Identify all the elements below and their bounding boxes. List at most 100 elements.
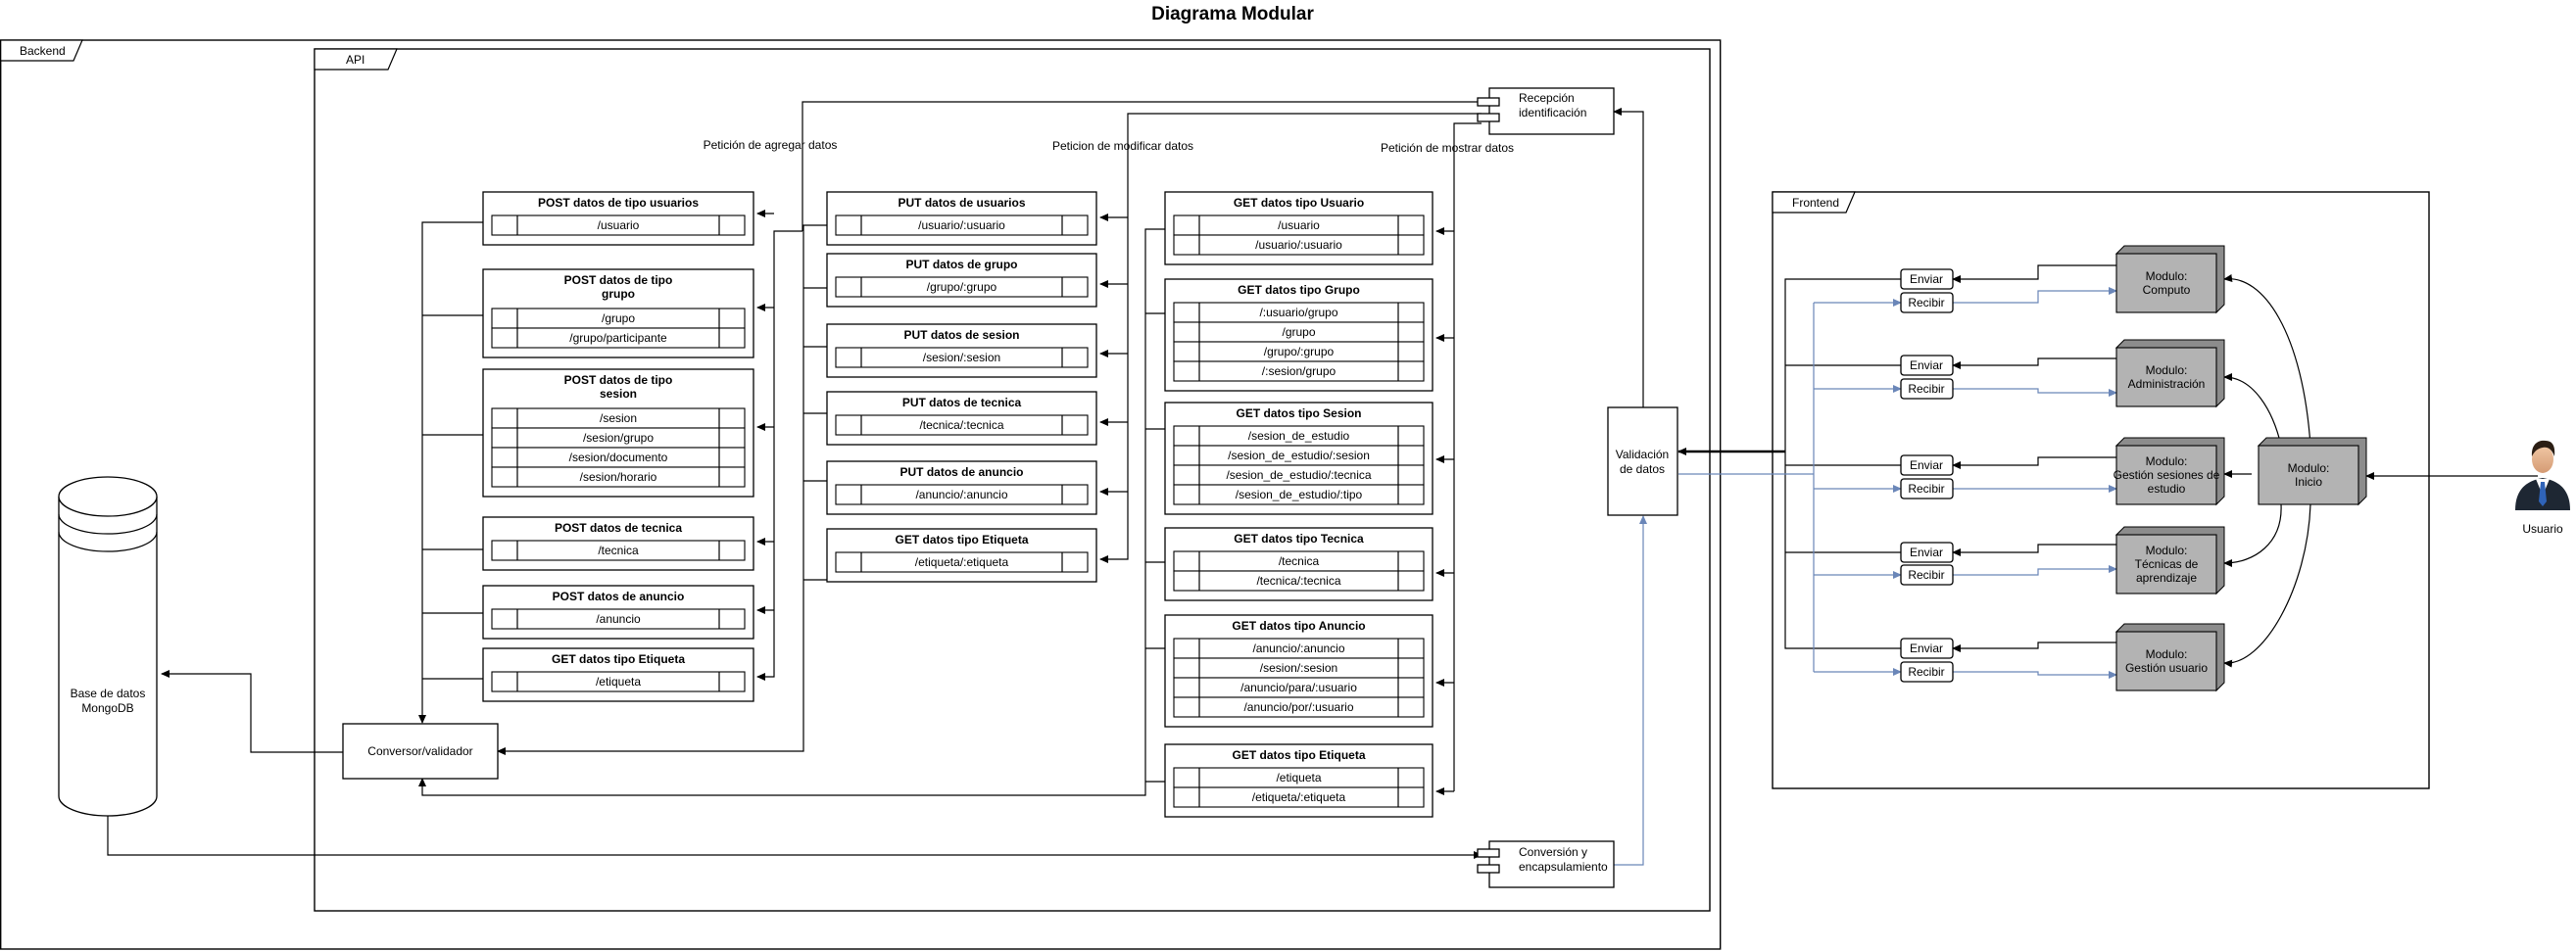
route-row: /sesion_de_estudio bbox=[1173, 425, 1425, 447]
route-path: /grupo/:grupo bbox=[1264, 345, 1335, 358]
route-path: /anuncio/para/:usuario bbox=[1240, 681, 1357, 694]
port-label: Enviar bbox=[1910, 272, 1943, 286]
route-group-title: PUT datos de usuarios bbox=[898, 196, 1025, 210]
user-label: Usuario bbox=[2522, 522, 2563, 536]
route-row: /etiqueta/:etiqueta bbox=[835, 551, 1089, 573]
route-group-title: PUT datos de grupo bbox=[906, 258, 1018, 271]
frontend-modules: Modulo:ComputoModulo:AdministraciónModul… bbox=[2114, 245, 2367, 692]
send-port: Enviar bbox=[1900, 638, 1954, 659]
route-path: /anuncio/:anuncio bbox=[915, 488, 1007, 501]
backend-label: Backend bbox=[20, 44, 66, 58]
route-row: /grupo bbox=[1173, 321, 1425, 343]
route-row: /tecnica/:tecnica bbox=[835, 414, 1089, 436]
route-path: /tecnica/:tecnica bbox=[1256, 574, 1340, 588]
port-label: Recibir bbox=[1908, 568, 1944, 582]
route-path: /tecnica bbox=[1279, 554, 1320, 568]
validation-label-line1: Validación bbox=[1616, 448, 1669, 461]
route-row: /anuncio/:anuncio bbox=[835, 484, 1089, 505]
route-path: /grupo bbox=[602, 311, 635, 325]
receive-port: Recibir bbox=[1900, 292, 1954, 313]
route-row: /sesion/:sesion bbox=[835, 347, 1089, 368]
route-group-title: PUT datos de tecnica bbox=[902, 396, 1022, 409]
route-path: /sesion/:sesion bbox=[1260, 661, 1337, 675]
database-label-line1: Base de datos bbox=[71, 687, 146, 700]
user-actor: Usuario bbox=[2515, 440, 2570, 536]
route-path: /etiqueta/:etiqueta bbox=[915, 555, 1009, 569]
converter-label: Conversor/validador bbox=[367, 744, 472, 758]
route-path: /etiqueta/:etiqueta bbox=[1252, 790, 1346, 804]
route-group-get-etiqueta-put: GET datos tipo Etiqueta/etiqueta/:etique… bbox=[826, 528, 1097, 583]
route-group-get-etiqueta-post: GET datos tipo Etiqueta/etiqueta bbox=[482, 647, 754, 702]
module-label: Administración bbox=[2128, 377, 2206, 391]
route-group-get-anuncio: GET datos tipo Anuncio/anuncio/:anuncio/… bbox=[1164, 614, 1434, 728]
route-group-post-sesion: POST datos de tiposesion/sesion/sesion/g… bbox=[482, 368, 754, 498]
route-row: /etiqueta/:etiqueta bbox=[1173, 786, 1425, 808]
route-group-put-usuarios: PUT datos de usuarios/usuario/:usuario bbox=[826, 191, 1097, 246]
conversion-label-line1: Conversión y bbox=[1519, 845, 1587, 859]
route-path: /tecnica/:tecnica bbox=[919, 418, 1003, 432]
route-group-title: GET datos tipo Anuncio bbox=[1232, 619, 1365, 633]
route-path: /anuncio/por/:usuario bbox=[1243, 700, 1353, 714]
database-node: Base de datos MongoDB bbox=[58, 476, 158, 817]
route-row: /sesion/documento bbox=[491, 447, 746, 468]
route-row: /anuncio/para/:usuario bbox=[1173, 677, 1425, 698]
frontend-container: Frontend bbox=[1772, 191, 2430, 789]
module-label: Modulo: bbox=[2288, 461, 2330, 475]
route-group-title: PUT datos de sesion bbox=[903, 328, 1019, 342]
route-group-put-sesion: PUT datos de sesion/sesion/:sesion bbox=[826, 323, 1097, 378]
port-label: Enviar bbox=[1910, 458, 1943, 472]
route-row: /usuario/:usuario bbox=[1173, 234, 1425, 256]
route-row: /anuncio bbox=[491, 608, 746, 630]
validation-label-line2: de datos bbox=[1620, 462, 1665, 476]
port-label: Recibir bbox=[1908, 382, 1944, 396]
route-row: /sesion_de_estudio/:tecnica bbox=[1173, 464, 1425, 486]
reception-component: Recepción identificación bbox=[1477, 87, 1615, 135]
route-group-post-tecnica: POST datos de tecnica/tecnica bbox=[482, 516, 754, 571]
route-path: /sesion_de_estudio bbox=[1248, 429, 1350, 443]
port-label: Recibir bbox=[1908, 296, 1944, 309]
route-path: /sesion/grupo bbox=[583, 431, 654, 445]
route-row: /etiqueta bbox=[491, 671, 746, 692]
route-group-post-usuarios: POST datos de tipo usuarios/usuario bbox=[482, 191, 754, 246]
route-row: /sesion/grupo bbox=[491, 427, 746, 449]
user-tie bbox=[2539, 482, 2547, 506]
route-group-title: GET datos tipo Etiqueta bbox=[895, 533, 1028, 547]
diagram-title: Diagrama Modular bbox=[1151, 4, 1314, 24]
route-group-title: sesion bbox=[600, 387, 637, 401]
receive-port: Recibir bbox=[1900, 478, 1954, 499]
route-path: /sesion_de_estudio/:sesion bbox=[1228, 449, 1370, 462]
edge-label-add: Petición de agregar datos bbox=[704, 138, 838, 152]
route-group-post-anuncio: POST datos de anuncio/anuncio bbox=[482, 585, 754, 640]
module-label: Modulo: bbox=[2146, 454, 2188, 468]
route-group-put-anuncio: PUT datos de anuncio/anuncio/:anuncio bbox=[826, 460, 1097, 515]
route-row: /grupo/:grupo bbox=[835, 276, 1089, 298]
route-path: /:usuario/grupo bbox=[1259, 306, 1337, 319]
module-label: Técnicas de bbox=[2135, 557, 2199, 571]
route-row: /:sesion/grupo bbox=[1173, 360, 1425, 382]
route-path: /sesion/documento bbox=[569, 451, 668, 464]
send-port: Enviar bbox=[1900, 268, 1954, 290]
port-label: Enviar bbox=[1910, 546, 1943, 559]
api-container: API bbox=[314, 48, 1711, 912]
module-label: Gestión sesiones de bbox=[2114, 468, 2220, 482]
receive-port: Recibir bbox=[1900, 564, 1954, 586]
route-row: /anuncio/por/:usuario bbox=[1173, 696, 1425, 718]
port-label: Enviar bbox=[1910, 358, 1943, 372]
route-row: /usuario bbox=[491, 214, 746, 236]
module-label: Modulo: bbox=[2146, 544, 2188, 557]
user-hair bbox=[2531, 440, 2555, 456]
route-path: /sesion_de_estudio/:tecnica bbox=[1226, 468, 1371, 482]
module-label: Modulo: bbox=[2146, 363, 2188, 377]
reception-label-line1: Recepción bbox=[1519, 91, 1575, 105]
route-group-get-etiqueta: GET datos tipo Etiqueta/etiqueta/etiquet… bbox=[1164, 743, 1434, 818]
module-usuario: Modulo:Gestión usuario bbox=[2114, 623, 2225, 692]
port-label: Recibir bbox=[1908, 482, 1944, 496]
reception-label-line2: identificación bbox=[1519, 106, 1586, 119]
api-label: API bbox=[346, 53, 365, 67]
send-port: Enviar bbox=[1900, 542, 1954, 563]
route-path: /grupo bbox=[1282, 325, 1315, 339]
route-row: /:usuario/grupo bbox=[1173, 302, 1425, 323]
receive-port: Recibir bbox=[1900, 378, 1954, 400]
route-row: /grupo bbox=[491, 308, 746, 329]
